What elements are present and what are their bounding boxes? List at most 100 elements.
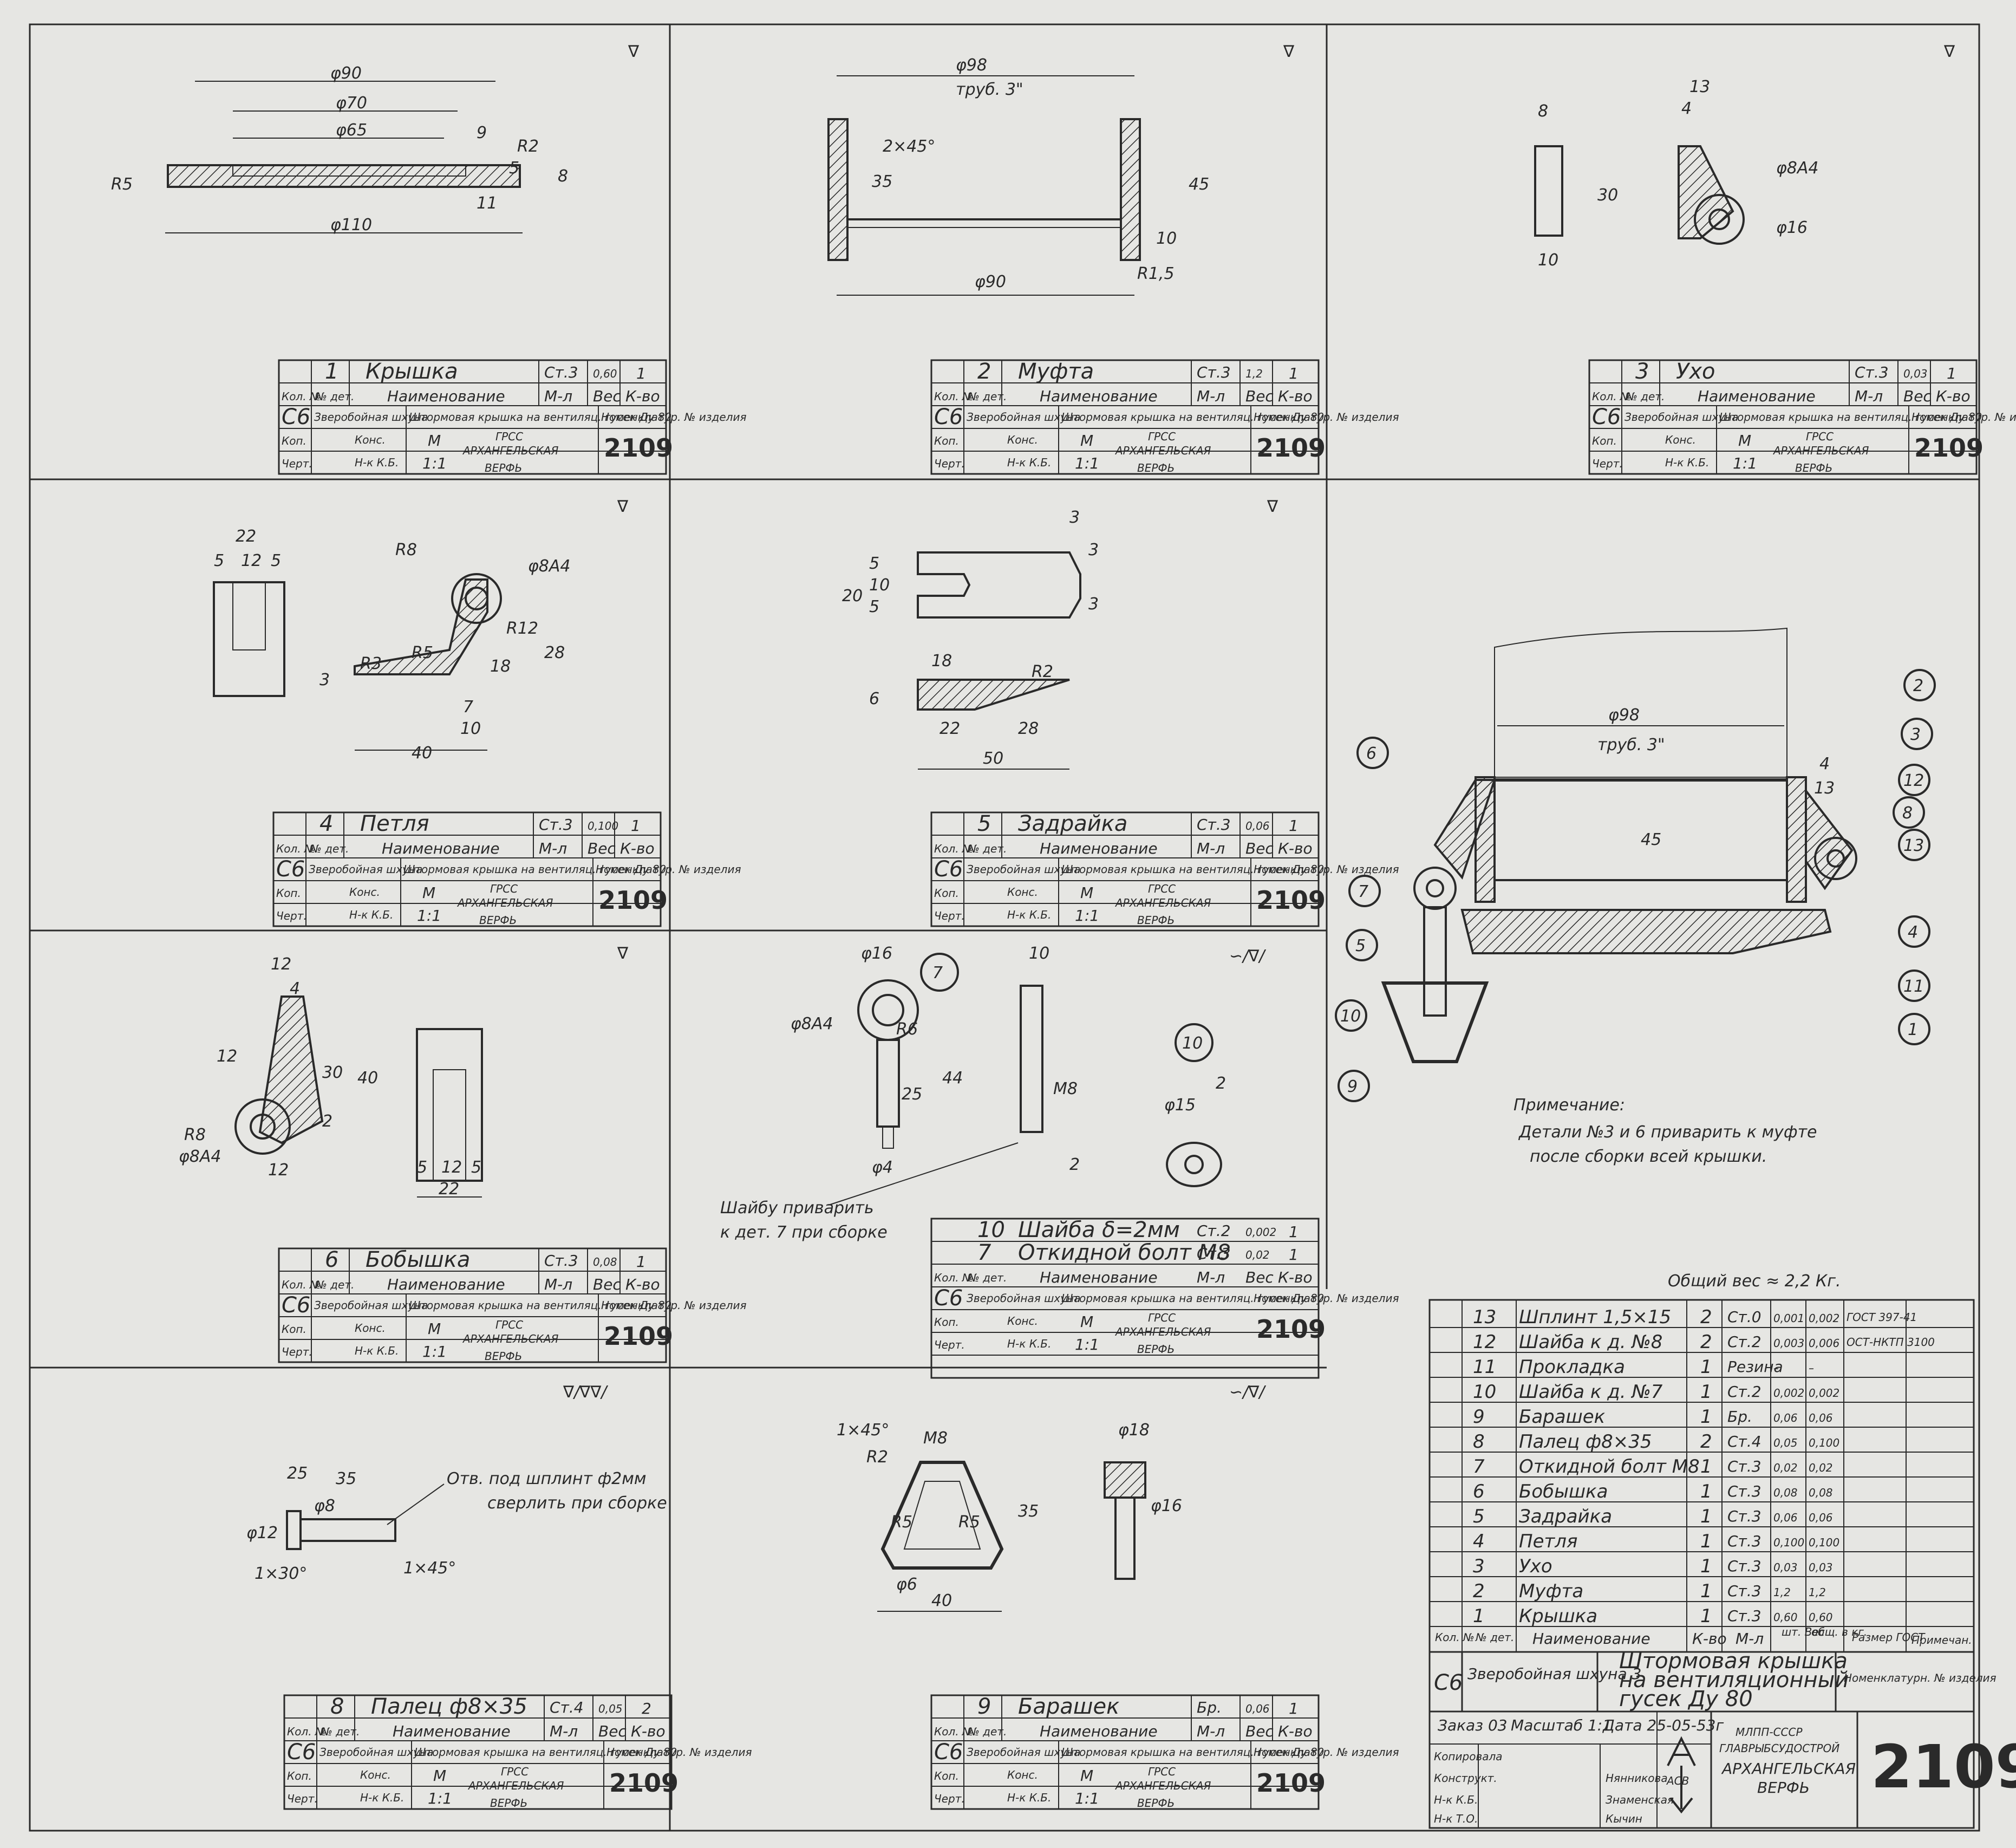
part-no: 6 (325, 1247, 338, 1272)
header-name: Наименование (1040, 840, 1158, 857)
dim-p4-6: R12 (506, 619, 538, 638)
callout-11: 11 (1903, 977, 1924, 996)
part-mat: Ст.3 (1855, 363, 1889, 381)
bom-w1: 0,02 (1773, 1461, 1798, 1474)
bom-w2: 1,2 (1809, 1586, 1826, 1599)
asm-dim-2: 45 (1641, 830, 1661, 849)
header-mat: М-л (1197, 840, 1225, 857)
block-org-1: ГРСС (1148, 1765, 1176, 1778)
bom-h-name: Наименование (1532, 1630, 1650, 1648)
block-product: Штормовая крышка на вентиляц. гусек Ду 8… (414, 1746, 677, 1759)
bom-name: Шайба к д. №8 (1519, 1331, 1662, 1353)
asm-dim-0: φ98 (1608, 706, 1640, 725)
header-weight: Вес (593, 1276, 621, 1293)
bom-w1: 0,03 (1773, 1561, 1798, 1574)
header-weight: Вес (598, 1722, 627, 1740)
dim-p5-2: 3 (1088, 595, 1099, 614)
part-no: 10 (977, 1218, 1005, 1242)
block-scale-v: 1:1 (1075, 907, 1099, 925)
dim-p6-1: 4 (290, 979, 300, 998)
dim-p4-10: 28 (544, 643, 565, 662)
part-name: Ухо (1676, 359, 1715, 384)
bom-w2: 0,006 (1809, 1337, 1839, 1350)
bom-qty: 1 (1700, 1356, 1712, 1378)
block-ship: Зверобойная шхуна (314, 1299, 428, 1312)
bom-no: 13 (1473, 1306, 1496, 1328)
bom-name: Петля (1519, 1531, 1577, 1552)
block-scale-m: М (1080, 884, 1093, 902)
assembly-callouts: 2 3 12 8 13 4 11 1 6 7 5 10 9 (1335, 669, 1936, 1102)
block-nk: Н-к К.Б. (1007, 1337, 1051, 1350)
bom-name: Задрайка (1519, 1506, 1612, 1527)
asm-dim-1: труб. 3" (1597, 736, 1665, 754)
dim-p3-0: 13 (1689, 77, 1710, 96)
bom-w1: 0,003 (1773, 1337, 1804, 1350)
header-name: Наименование (382, 840, 500, 857)
header-qty: К-во (625, 1276, 660, 1293)
block-scale-v: 1:1 (422, 1343, 447, 1361)
bom-h-w1: шт. Вес (1782, 1625, 1825, 1638)
bom-h-kol: Кол. № (1435, 1631, 1475, 1644)
bom-title-3: гусек Ду 80 (1619, 1687, 1753, 1712)
bom-name-3: Кычин (1606, 1812, 1642, 1825)
block-scale-m: М (1080, 1313, 1093, 1331)
bom-mat: Ст.2 (1727, 1333, 1761, 1351)
surface-mark: ∽/∇/ (1229, 947, 1266, 966)
block-kons: Конс. (1007, 433, 1038, 446)
dim-p4-8: R5 (412, 643, 433, 662)
block-ship: Зверобойная шхуна (967, 411, 1080, 424)
dim-p7-3: φ8A4 (791, 1014, 833, 1033)
part-8-drawing: ∇/∇∇/ 25 35 φ8 φ12 1×30° 1×45° Отв. под … (246, 1383, 667, 1583)
surface-mark: ∇ (628, 42, 640, 61)
part-weight: 0,02 (1245, 1248, 1270, 1261)
bom-std: ГОСТ 397-41 (1847, 1311, 1917, 1324)
dim-p5-4: 5 (869, 554, 879, 573)
assembly-note-line-1: Детали №3 и 6 приварить к муфте (1518, 1123, 1817, 1142)
part-weight: 0,06 (1245, 819, 1270, 832)
block-org-2: АРХАНГЕЛЬСКАЯ (456, 896, 553, 909)
header-weight: Вес (588, 840, 616, 857)
block-nomen: Номенклатур. № изделия (1254, 863, 1399, 876)
bom-name: Палец ф8×35 (1519, 1431, 1652, 1453)
block-code: С6 (276, 857, 305, 882)
header-name: Наименование (1698, 387, 1816, 405)
part-name: Задрайка (1018, 811, 1127, 836)
part-name: Крышка (366, 359, 458, 384)
block-scale-v: 1:1 (1075, 1790, 1099, 1807)
header-mat: М-л (544, 1276, 572, 1293)
dim-p2-2: 35 (872, 172, 892, 191)
callout-8: 8 (1902, 804, 1913, 823)
p8-note-1: Отв. под шплинт ф2мм (447, 1469, 646, 1488)
dim-p4-11: 3 (319, 671, 330, 689)
part-mat: Ст.3 (544, 1252, 578, 1270)
bom-mat: Резина (1727, 1358, 1783, 1376)
dim-p4-0: 22 (236, 527, 256, 546)
header-kol: Кол. № (282, 1278, 321, 1291)
bom-qty: 1 (1700, 1556, 1712, 1577)
dim-p9-9: 40 (931, 1591, 952, 1610)
part-no: 1 (325, 359, 338, 384)
part-weight: 1,2 (1245, 367, 1263, 380)
dim-p3-5: φ8A4 (1776, 159, 1819, 178)
part-qty: 1 (1947, 365, 1956, 382)
block-scale-m: М (433, 1767, 446, 1785)
block-scale-v: 1:1 (1075, 454, 1099, 472)
callout-2: 2 (1913, 676, 1923, 695)
bom-no: 10 (1473, 1381, 1496, 1403)
block-drawing-number: 2109 (604, 433, 673, 463)
dim-p10-1: 2 (1216, 1074, 1226, 1093)
block-org-2: АРХАНГЕЛЬСКАЯ (1114, 1325, 1211, 1338)
assembly-drawing: φ98 труб. 3" 45 13 4 2 3 12 8 13 4 11 1 … (1335, 627, 1936, 1166)
block-scale-v: 1:1 (422, 454, 447, 472)
bom-org-4: ВЕРФЬ (1757, 1779, 1810, 1797)
header-name: Наименование (387, 387, 505, 405)
dim-p5-11: 28 (1018, 719, 1039, 738)
part-weight: 0,08 (593, 1255, 617, 1268)
block-nomen: Номенклатур. № изделия (596, 863, 741, 876)
